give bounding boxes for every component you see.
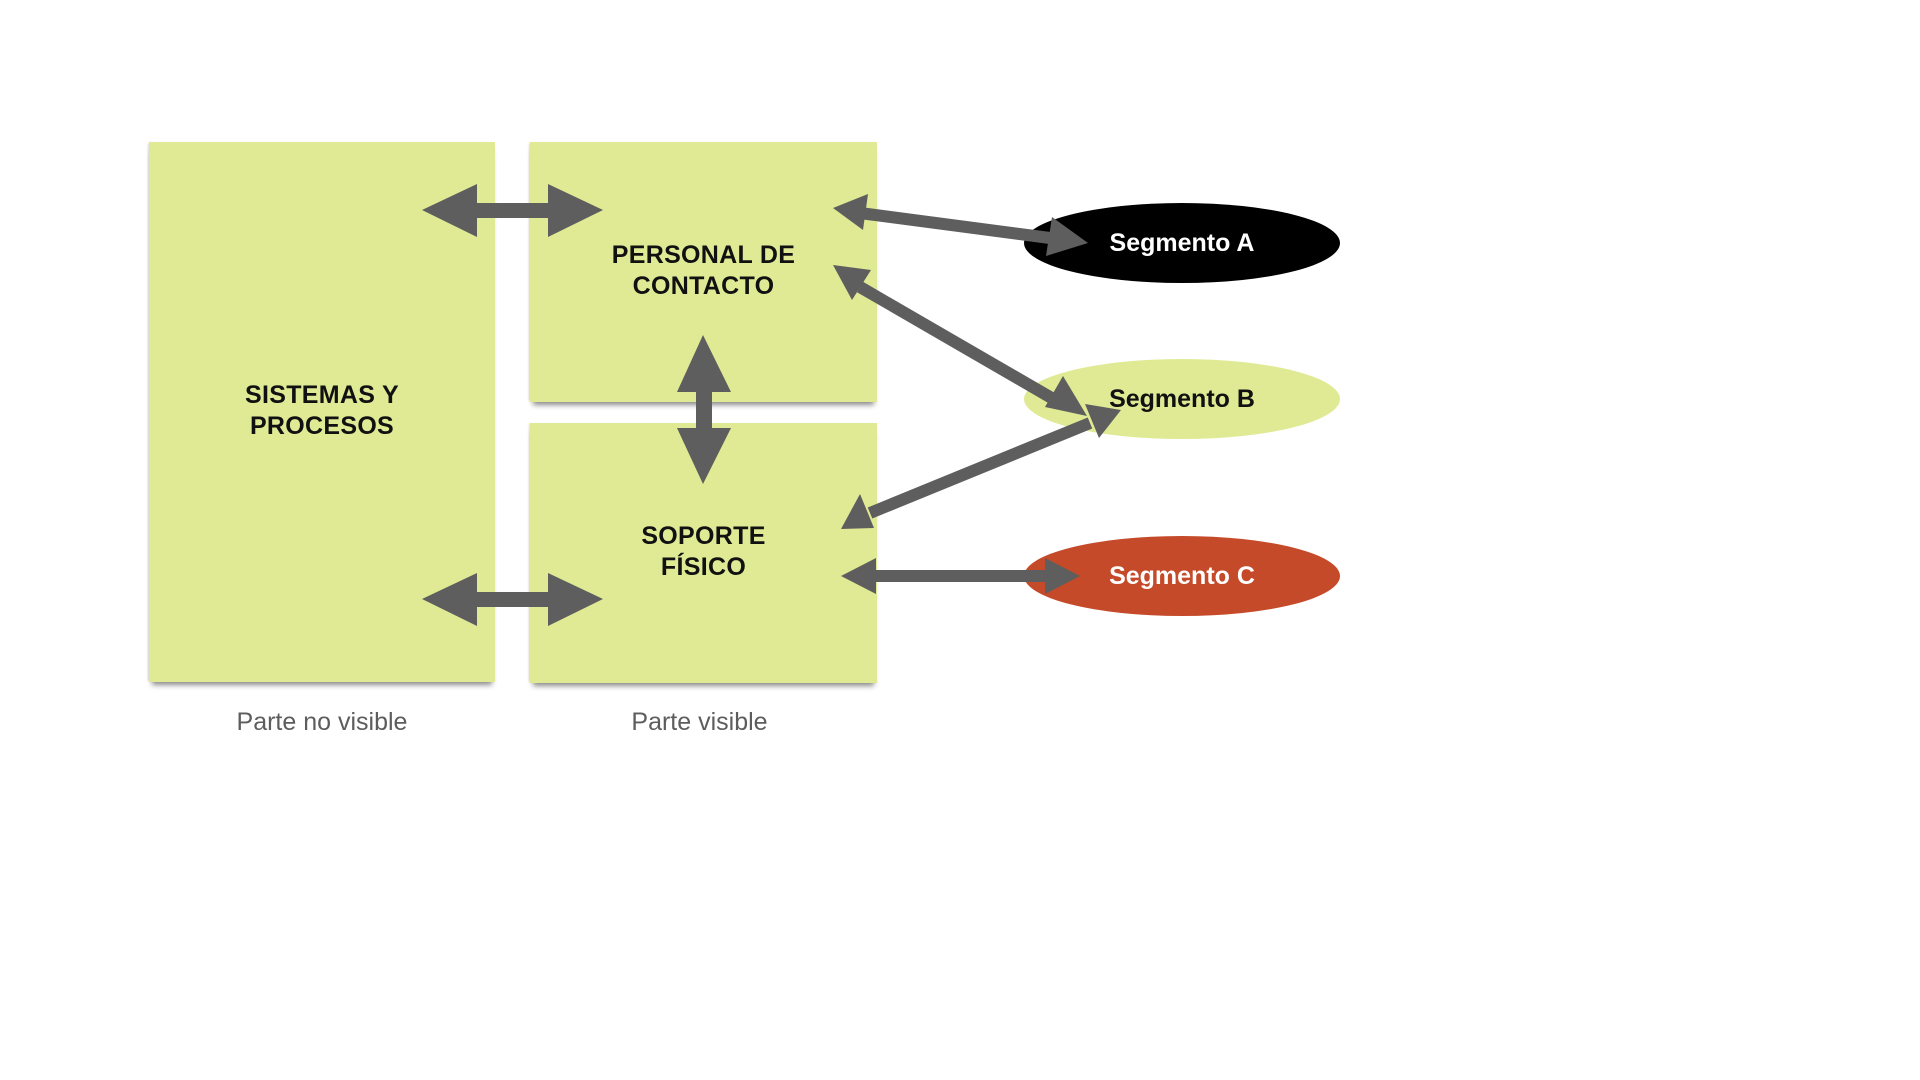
segment-c-label: Segmento C xyxy=(1109,561,1255,590)
contact-label-line-2: CONTACTO xyxy=(632,272,775,300)
segment-a-label: Segmento A xyxy=(1109,228,1255,257)
physical-support-box: SOPORTE FÍSICO xyxy=(530,423,877,683)
physical-label-line-1: SOPORTE xyxy=(641,522,766,550)
segment-b-label: Segmento B xyxy=(1109,384,1255,413)
systems-label-line-2: PROCESOS xyxy=(249,412,395,440)
contact-label-line-1: PERSONAL DE xyxy=(611,241,796,269)
caption-visible: Parte visible xyxy=(631,708,768,736)
physical-support-label: SOPORTE FÍSICO xyxy=(530,521,877,583)
systems-processes-box: SISTEMAS Y PROCESOS xyxy=(149,142,495,682)
contact-staff-label: PERSONAL DE CONTACTO xyxy=(530,240,877,302)
segment-c: Segmento C xyxy=(1024,536,1340,616)
physical-label-line-2: FÍSICO xyxy=(660,553,747,581)
arrow-physical-segment-b-shaft xyxy=(867,417,1093,519)
contact-staff-box: PERSONAL DE CONTACTO xyxy=(530,142,877,402)
caption-not-visible: Parte no visible xyxy=(236,708,408,736)
systems-processes-label: SISTEMAS Y PROCESOS xyxy=(149,380,495,442)
segment-a: Segmento A xyxy=(1024,203,1340,283)
arrow-contact-segment-a-shaft xyxy=(859,207,1051,244)
systems-label-line-1: SISTEMAS Y xyxy=(245,381,399,409)
segment-b: Segmento B xyxy=(1024,359,1340,439)
